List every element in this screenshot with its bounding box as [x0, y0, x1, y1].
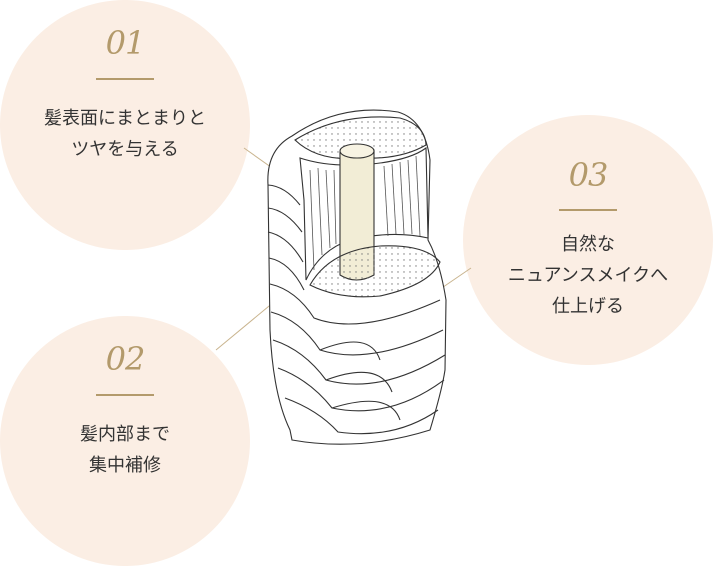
point-02-circle: 02 髪内部まで 集中補修 — [0, 316, 250, 566]
point-01-line-1: 髪表面にまとまりと — [44, 108, 206, 129]
point-03-circle: 03 自然な ニュアンスメイクへ 仕上げる — [463, 115, 713, 365]
point-02-divider — [96, 394, 154, 396]
cortex-fiber-lines — [309, 155, 421, 271]
point-03-line-2: ニュアンスメイクへ — [507, 265, 669, 286]
cuticle-layers — [267, 184, 446, 435]
point-03-line-1: 自然な — [561, 234, 615, 255]
point-01-divider — [96, 78, 154, 80]
point-01-text: 髪表面にまとまりと ツヤを与える — [0, 103, 250, 165]
point-02-text: 髪内部まで 集中補修 — [0, 419, 250, 481]
point-01-line-2: ツヤを与える — [71, 139, 179, 160]
point-02-line-2: 集中補修 — [89, 455, 161, 476]
point-01-number: 01 — [105, 24, 146, 62]
medulla-top — [339, 143, 375, 159]
point-03-line-3: 仕上げる — [552, 296, 624, 317]
point-03-number: 03 — [568, 156, 609, 194]
point-03-text: 自然な ニュアンスメイクへ 仕上げる — [463, 229, 713, 322]
point-01-circle: 01 髪表面にまとまりと ツヤを与える — [0, 0, 250, 250]
point-02-line-1: 髪内部まで — [80, 424, 170, 445]
cross-section-face — [309, 245, 441, 298]
cortex-top-surface — [294, 116, 427, 160]
point-02-number: 02 — [105, 340, 146, 378]
point-03-divider — [559, 209, 617, 211]
